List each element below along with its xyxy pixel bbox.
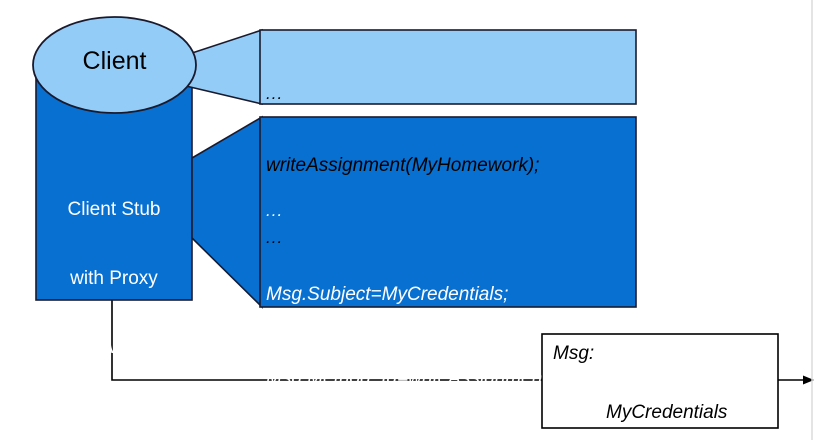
client-stub-label-line-4: PEP and PDP) — [51, 406, 177, 427]
stub-code-snippet: ... Msg.Subject=MyCredentials; Msg.Metho… — [266, 141, 632, 440]
stub-code-line-2: Msg.Subject=MyCredentials; — [266, 284, 509, 305]
client-stub-label-line-2: with Proxy — [70, 268, 158, 289]
message-box-values: MyCredentials writeAssignment_Id MyHomew… — [606, 343, 772, 440]
message-value-subject: MyCredentials — [606, 402, 728, 423]
application-code-line-3: ... — [266, 228, 284, 247]
client-ellipse — [32, 16, 197, 114]
client-node-label: Client — [82, 47, 147, 75]
callout-box-stub — [259, 116, 637, 308]
callout-tail-stub — [191, 115, 263, 309]
application-code-line-1: ... — [266, 84, 284, 103]
application-code-line-2: writeAssignment(MyHomework); — [266, 155, 540, 176]
client-stub-label-line-3: (here without — [59, 337, 169, 358]
callout-box-application — [259, 29, 637, 105]
application-code-snippet: ... writeAssignment(MyHomework); ... — [266, 34, 630, 298]
stub-code-line-1: ... — [266, 201, 284, 220]
client-stub-label: Client Stub with Proxy (here without PEP… — [36, 152, 192, 440]
message-box — [541, 333, 779, 429]
callout-tail-application — [185, 28, 263, 106]
stub-code-line-3: Msg.Method_Id=writeAssignment_Id; — [266, 368, 580, 389]
client-stub-label-line-1: Client Stub — [67, 199, 161, 220]
message-box-label: Msg: — [553, 343, 595, 364]
arrowhead-right-icon — [803, 375, 814, 385]
